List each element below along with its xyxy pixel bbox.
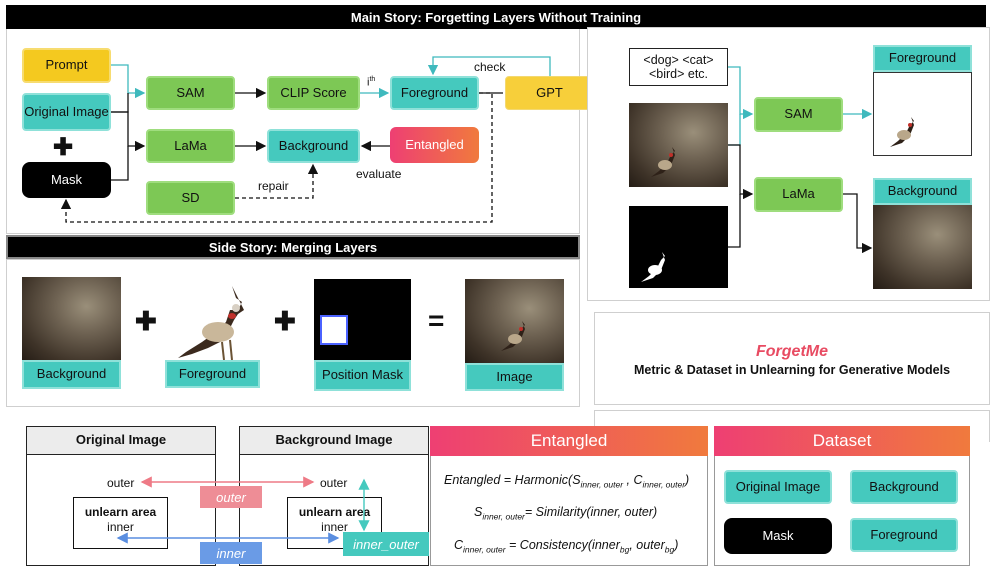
main-story-title: Main Story: Forgetting Layers Without Tr… xyxy=(6,5,986,29)
evaluate-label: evaluate xyxy=(356,167,402,181)
forgetme-panel xyxy=(594,312,990,405)
labels-text-box: <dog> <cat> <bird> etc. xyxy=(629,48,728,86)
foreground-box: Foreground xyxy=(390,76,479,110)
side-plus2-icon: ✚ xyxy=(274,306,296,336)
arrow-sd-repair xyxy=(235,163,319,199)
side-foreground-label: Foreground xyxy=(165,360,260,388)
outer-right-label: outer xyxy=(320,476,348,490)
dataset-foreground: Foreground xyxy=(850,518,958,552)
unlearn-left-label: unlearn area xyxy=(84,505,157,519)
right-mask-photo xyxy=(629,206,728,288)
original-region-title: Original Image xyxy=(26,426,216,455)
arrow-prompt-sam xyxy=(111,64,146,99)
original-image-box: Original Image xyxy=(22,93,111,131)
side-position-mask xyxy=(314,279,411,360)
arrow-fg-mask-dashed xyxy=(60,92,493,223)
forgetme-subtitle: Metric & Dataset in Unlearning for Gener… xyxy=(633,363,951,377)
forgetme-title: ForgetMe xyxy=(756,343,828,360)
plus-icon: ✚ xyxy=(53,134,74,161)
side-position-mask-label: Position Mask xyxy=(314,360,411,391)
unlearn-left-box xyxy=(73,497,168,549)
arrow-gpt-check xyxy=(427,56,551,76)
inner-right-label: inner xyxy=(321,520,348,534)
arrow-mask-lama-r xyxy=(728,194,741,248)
dataset-background: Background xyxy=(850,470,958,504)
side-foreground-bird xyxy=(178,286,244,361)
side-image-label: Image xyxy=(465,363,564,391)
mask-box: Mask xyxy=(22,162,111,198)
side-story-title: Side Story: Merging Layers xyxy=(6,235,580,259)
side-equals-icon: = xyxy=(428,305,445,336)
side-image-bird xyxy=(501,313,525,351)
side-background-photo xyxy=(22,277,121,361)
right-foreground-frame xyxy=(873,72,972,156)
entangled-panel-title: Entangled xyxy=(430,426,708,456)
lama-box: LaMa xyxy=(146,129,235,163)
sd-box: SD xyxy=(146,181,235,215)
right-sam-box: SAM xyxy=(754,97,843,132)
side-plus1-icon: ✚ xyxy=(135,306,157,336)
ith-label: ith xyxy=(367,76,376,89)
arrow-labels-sam xyxy=(728,66,754,120)
background-box: Background xyxy=(267,129,360,163)
side-image-photo xyxy=(465,279,564,363)
side-background-label: Background xyxy=(22,360,121,389)
entangled-equation-1: Entangled = Harmonic(Sinner, outer , Cin… xyxy=(444,473,690,490)
right-foreground-label: Foreground xyxy=(873,45,972,72)
inner-left-label: inner xyxy=(107,520,134,534)
right-lama-box: LaMa xyxy=(754,177,843,212)
unlearn-right-box xyxy=(287,497,382,549)
entangled-box: Entangled xyxy=(390,127,479,163)
sam-box: SAM xyxy=(146,76,235,110)
entangled-equation-3: Cinner, outer = Consistency(innerbg, out… xyxy=(454,538,679,555)
outer-left-label: outer xyxy=(107,476,135,490)
dataset-original-image: Original Image xyxy=(724,470,832,504)
right-background-label: Background xyxy=(873,178,972,205)
gpt-box: GPT xyxy=(505,76,594,110)
prompt-box: Prompt xyxy=(22,48,111,83)
right-foreground-bird xyxy=(890,109,914,147)
right-original-bird xyxy=(651,139,675,177)
inner-outer-tag: inner_outer xyxy=(343,532,429,556)
right-original-photo xyxy=(629,103,728,187)
repair-label: repair xyxy=(258,179,289,193)
check-label: check xyxy=(474,60,506,74)
arrow-mask-lama xyxy=(111,146,129,181)
unlearn-right-label: unlearn area xyxy=(298,505,371,519)
inner-tag: inner xyxy=(200,542,262,564)
entangled-equation-2: Sinner, outer= Similarity(inner, outer) xyxy=(474,505,658,522)
arrow-image-lama xyxy=(111,111,146,152)
side-position-mask-rect xyxy=(320,315,348,345)
background-region-title: Background Image xyxy=(239,426,429,455)
outer-tag: outer xyxy=(200,486,262,508)
arrow-photo-lama xyxy=(728,144,754,200)
clip-score-box: CLIP Score xyxy=(267,76,360,110)
right-background-photo xyxy=(873,205,972,289)
arrow-lama-bg-r xyxy=(843,193,873,254)
dataset-panel-title: Dataset xyxy=(714,426,970,456)
right-mask-silhouette xyxy=(641,244,665,282)
dataset-mask: Mask xyxy=(724,518,832,554)
